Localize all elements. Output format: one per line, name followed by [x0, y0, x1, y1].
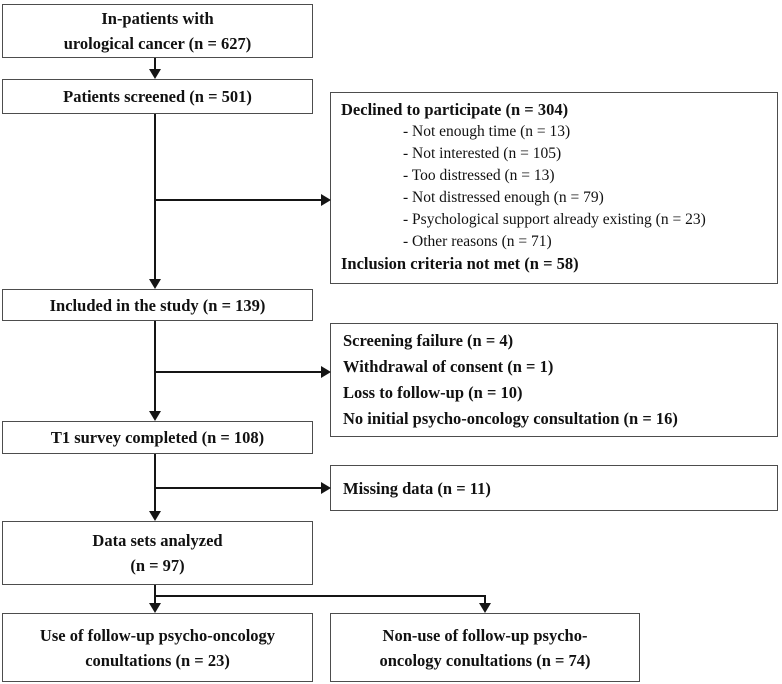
- arrowhead-right-icon: [321, 194, 331, 206]
- connector-line: [155, 487, 322, 489]
- connector-line: [155, 371, 322, 373]
- declined-item: - Not enough time (n = 13): [403, 123, 571, 140]
- box-t1-survey-completed: T1 survey completed (n = 108): [2, 421, 313, 454]
- arrowhead-down-icon: [479, 603, 491, 613]
- declined-item: - Other reasons (n = 71): [403, 233, 552, 250]
- box-nonuse-line1: Non-use of follow-up psycho-: [382, 625, 588, 645]
- connector-line: [484, 595, 486, 604]
- box-t1-label: T1 survey completed (n = 108): [50, 428, 265, 447]
- box-included-label: Included in the study (n = 139): [49, 295, 266, 315]
- connector-line: [154, 454, 156, 512]
- inclusion-criteria-footer: Inclusion criteria not met (n = 58): [341, 254, 579, 273]
- box-nonuse-followup-consultations: Non-use of follow-up psycho- oncology co…: [330, 613, 640, 682]
- box-inpatients-line1: In-patients with: [101, 9, 214, 28]
- arrowhead-down-icon: [149, 603, 161, 613]
- box-declined-to-participate: Declined to participate (n = 304) - Not …: [330, 92, 778, 284]
- box-patients-screened: Patients screened (n = 501): [2, 79, 313, 114]
- dropout-line: Loss to follow-up (n = 10): [343, 383, 523, 402]
- box-missing-data: Missing data (n = 11): [330, 465, 778, 511]
- connector-line: [154, 58, 156, 70]
- box-use-line2: conultations (n = 23): [85, 650, 230, 670]
- arrowhead-down-icon: [149, 411, 161, 421]
- box-datasets-line2: (n = 97): [130, 556, 185, 575]
- connector-line: [154, 585, 156, 604]
- box-inpatients: In-patients with urological cancer (n = …: [2, 4, 313, 58]
- box-datasets-analyzed: Data sets analyzed (n = 97): [2, 521, 313, 585]
- connector-line: [155, 199, 322, 201]
- box-patients-screened-label: Patients screened (n = 501): [63, 87, 252, 106]
- box-use-line1: Use of follow-up psycho-oncology: [39, 625, 276, 645]
- declined-item: - Too distressed (n = 13): [403, 167, 555, 184]
- dropout-line: No initial psycho-oncology consultation …: [343, 409, 678, 428]
- box-inpatients-line2: urological cancer (n = 627): [63, 34, 252, 53]
- arrowhead-down-icon: [149, 511, 161, 521]
- box-dropout-reasons: Screening failure (n = 4) Withdrawal of …: [330, 323, 778, 437]
- declined-item: - Not distressed enough (n = 79): [403, 189, 604, 206]
- arrowhead-down-icon: [149, 69, 161, 79]
- declined-header: Declined to participate (n = 304): [341, 100, 569, 119]
- declined-item: - Psychological support already existing…: [403, 211, 706, 228]
- dropout-line: Screening failure (n = 4): [343, 331, 514, 350]
- declined-item: - Not interested (n = 105): [403, 145, 562, 162]
- box-nonuse-line2: oncology conultations (n = 74): [379, 650, 591, 670]
- dropout-line: Withdrawal of consent (n = 1): [343, 357, 554, 376]
- arrowhead-right-icon: [321, 366, 331, 378]
- connector-line: [154, 321, 156, 412]
- connector-line: [154, 114, 156, 280]
- box-datasets-line1: Data sets analyzed: [92, 531, 223, 550]
- box-use-followup-consultations: Use of follow-up psycho-oncology conulta…: [2, 613, 313, 682]
- arrowhead-down-icon: [149, 279, 161, 289]
- box-missing-label: Missing data (n = 11): [343, 478, 491, 498]
- arrowhead-right-icon: [321, 482, 331, 494]
- box-included-in-study: Included in the study (n = 139): [2, 289, 313, 321]
- connector-line: [154, 595, 486, 597]
